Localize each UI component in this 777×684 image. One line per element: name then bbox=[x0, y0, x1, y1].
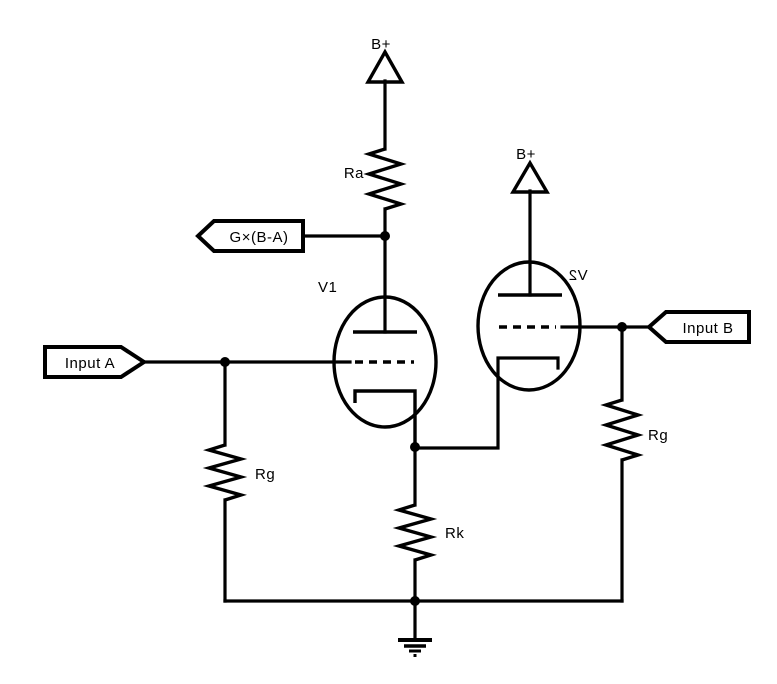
power-label-left: B+ bbox=[371, 36, 391, 53]
power-label-right: B+ bbox=[516, 146, 536, 163]
output-port-flag: G×(B-A) bbox=[195, 219, 387, 253]
input-b-port-label: Input B bbox=[682, 320, 733, 337]
resistor-rg-right-label: Rg bbox=[648, 427, 668, 444]
input-a-port-label: Input A bbox=[65, 355, 115, 372]
tube-v2-cathode-and-link-wire bbox=[413, 356, 560, 450]
resistor-zigzag bbox=[202, 443, 248, 502]
output-port-label: G×(B-A) bbox=[230, 229, 289, 246]
resistor-ra: Ra bbox=[344, 147, 407, 211]
resistor-rg-left-label: Rg bbox=[255, 466, 275, 483]
power-symbol-right: B+ bbox=[510, 146, 550, 297]
resistor-rk-label: Rk bbox=[445, 525, 464, 542]
resistor-rk: Rk bbox=[392, 445, 464, 603]
input-b-port-flag: Input B bbox=[560, 310, 751, 344]
input-b-flag-shape bbox=[645, 310, 751, 344]
resistor-ra-label: Ra bbox=[344, 165, 364, 182]
output-flag-shape bbox=[195, 219, 305, 253]
power-triangle-icon bbox=[365, 48, 405, 84]
input-a-flag-shape bbox=[43, 345, 148, 379]
power-symbol-left: B+ bbox=[365, 36, 405, 151]
tube-v2-label: V2 bbox=[568, 267, 587, 284]
tube-cathode bbox=[353, 389, 417, 447]
tube-v1-label: V1 bbox=[318, 279, 337, 296]
junction-dot-output-node bbox=[380, 231, 390, 241]
resistor-zigzag bbox=[363, 147, 407, 211]
resistor-rg-right: Rg bbox=[600, 325, 668, 603]
ground-symbol bbox=[398, 599, 432, 657]
resistor-zigzag bbox=[600, 398, 644, 462]
input-a-port-flag: Input A bbox=[43, 345, 352, 379]
power-triangle-icon bbox=[510, 159, 550, 194]
resistor-zigzag bbox=[392, 503, 438, 562]
resistor-rg-left: Rg bbox=[202, 360, 275, 603]
